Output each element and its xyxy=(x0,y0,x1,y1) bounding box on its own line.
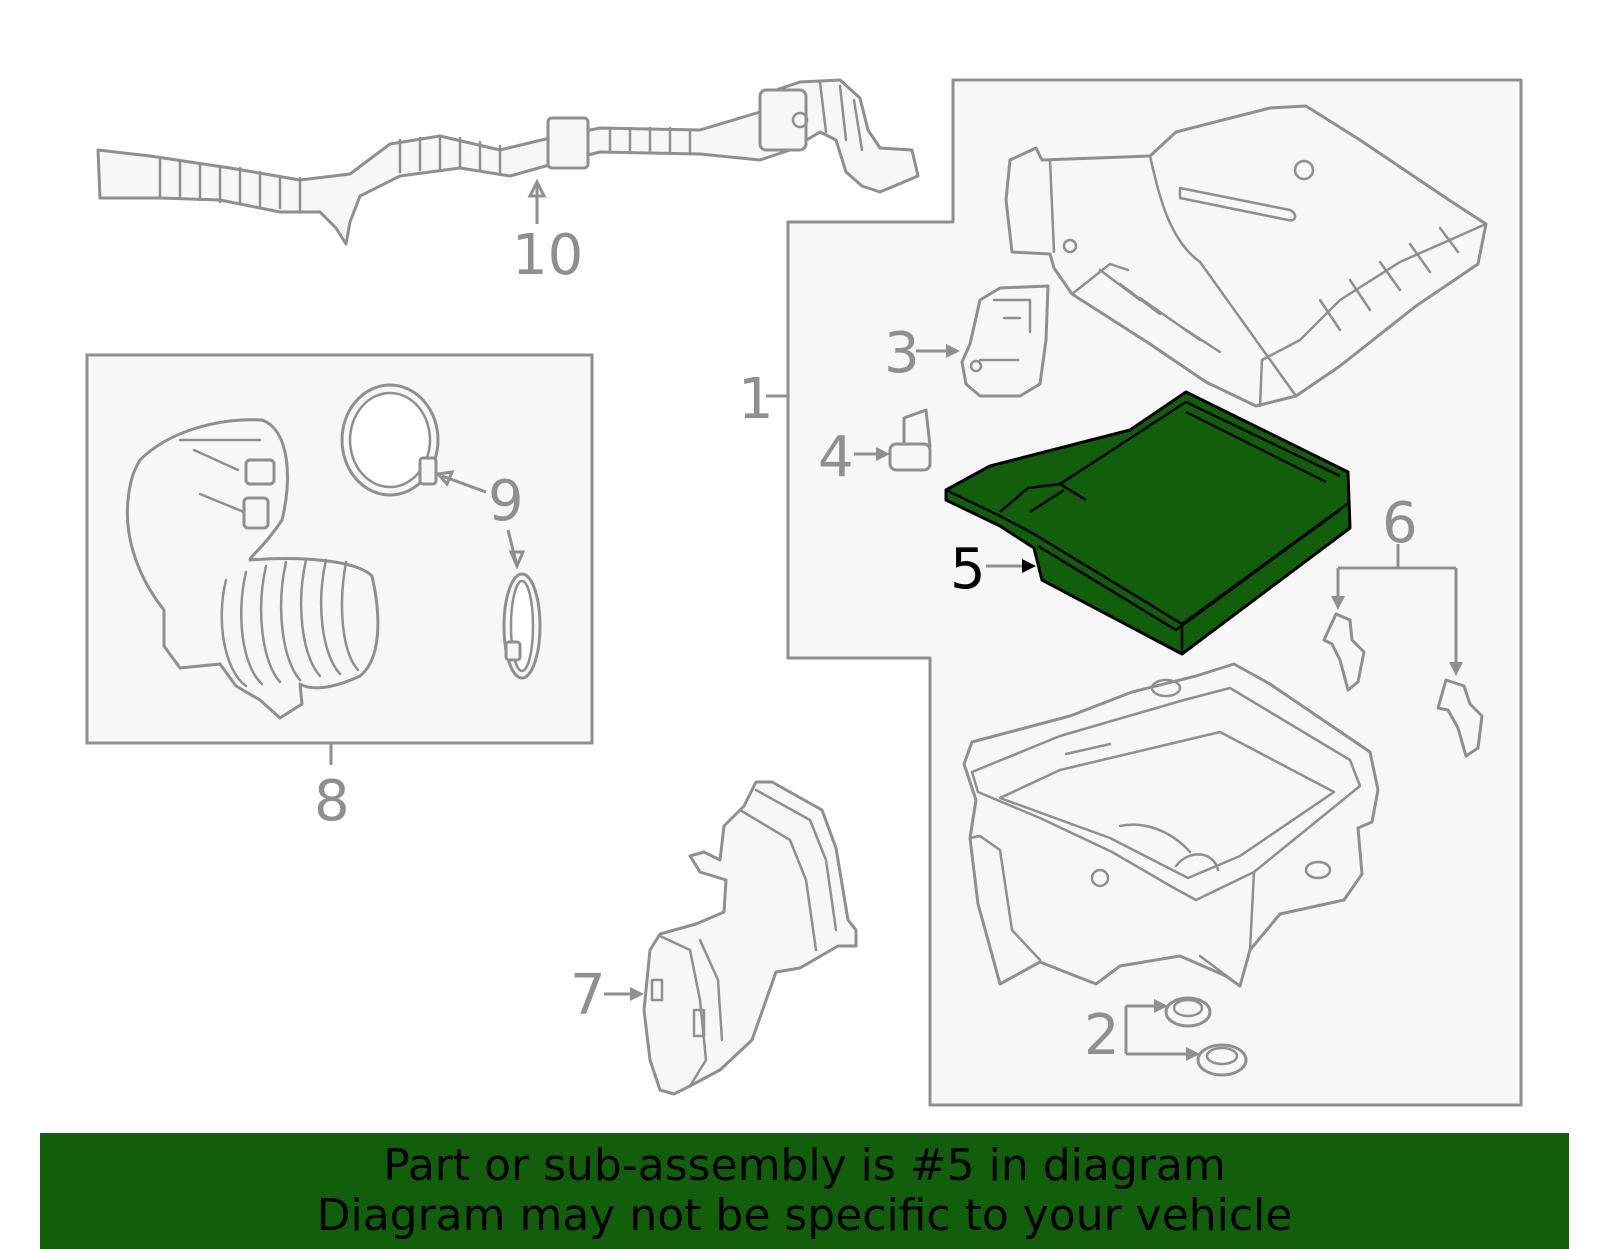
clip-right-part-6[interactable] xyxy=(1436,678,1484,758)
callout-number-4: 4 xyxy=(818,425,854,490)
callout-number-1: 1 xyxy=(738,367,774,432)
air-inlet-duct-part-7[interactable] xyxy=(642,780,858,1096)
callout-number-6: 6 xyxy=(1382,491,1418,556)
air-cleaner-lower-housing[interactable] xyxy=(962,662,1380,988)
intake-duct-part-8[interactable] xyxy=(125,418,380,720)
clamp-small-part-9[interactable] xyxy=(502,572,542,680)
banner-line-disclaimer: Diagram may not be specific to your vehi… xyxy=(316,1190,1293,1241)
clamp-large-part-9[interactable] xyxy=(340,383,440,497)
grommet-lower-part-2[interactable] xyxy=(1196,1043,1248,1077)
callout-number-9: 9 xyxy=(488,469,524,534)
callout-number-3: 3 xyxy=(884,321,920,386)
callout-number-5: 5 xyxy=(950,537,986,602)
callout-number-10: 10 xyxy=(512,223,583,288)
mass-air-flow-sensor-part-3[interactable] xyxy=(960,284,1050,398)
air-cleaner-upper-housing[interactable] xyxy=(1004,104,1488,408)
air-filter-element-part-5[interactable] xyxy=(944,390,1352,656)
callout-number-7: 7 xyxy=(570,963,606,1028)
callout-number-8: 8 xyxy=(314,769,350,834)
callout-number-2: 2 xyxy=(1084,1003,1120,1068)
bolt-part-4[interactable] xyxy=(888,408,932,472)
breather-hose-part-10[interactable] xyxy=(96,78,920,246)
clip-left-part-6[interactable] xyxy=(1322,612,1366,692)
banner-line-part-indicator: Part or sub-assembly is #5 in diagram xyxy=(383,1140,1226,1191)
info-banner: Part or sub-assembly is #5 in diagram Di… xyxy=(40,1133,1569,1249)
grommet-upper-part-2[interactable] xyxy=(1164,996,1212,1028)
